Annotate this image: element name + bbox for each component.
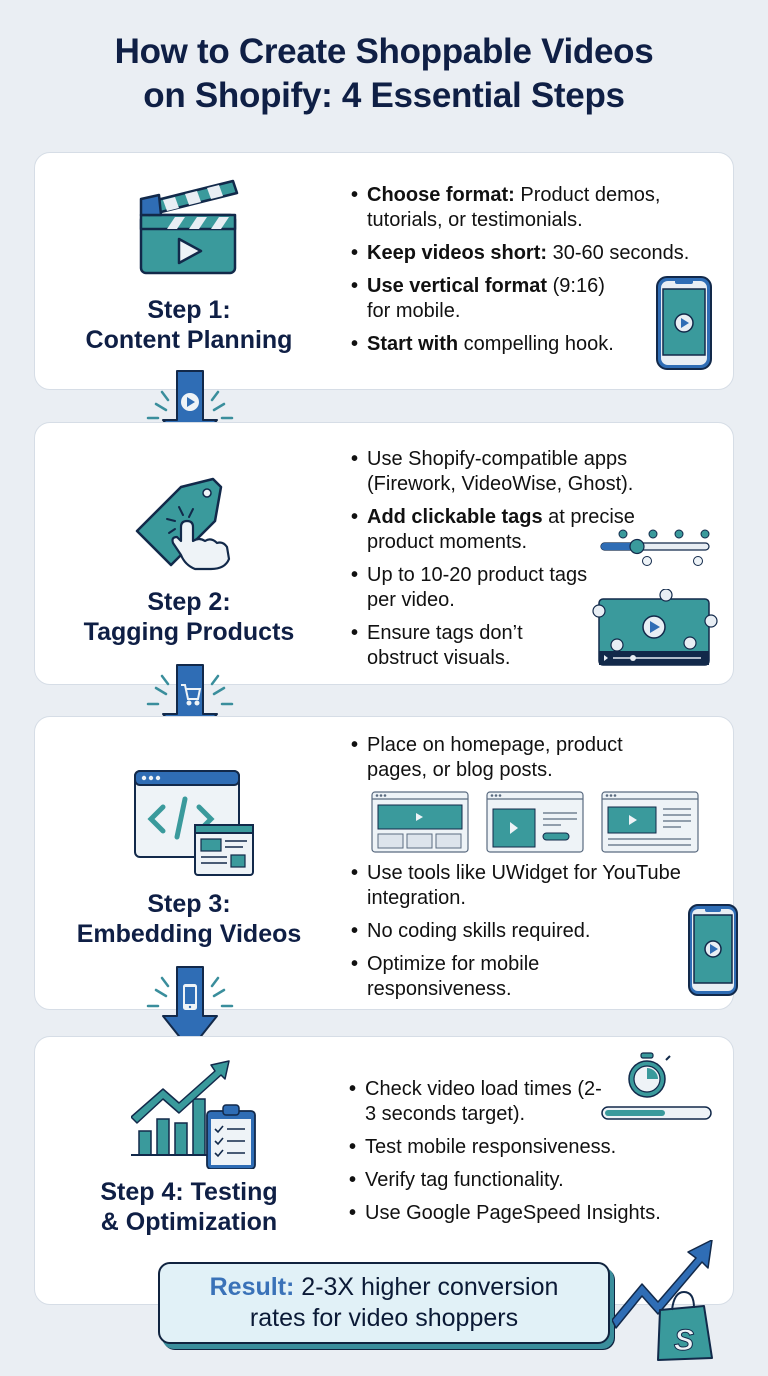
result-text: 2-3X higher conversion [294, 1273, 559, 1301]
smartphone-video-icon [688, 904, 738, 996]
tag-timeline-icon [600, 529, 710, 566]
cart-icon [181, 684, 202, 706]
bullet: Choose format: Product demos, tutorials,… [351, 183, 721, 233]
bullet: Start with compelling hook. [351, 332, 721, 357]
bullet: Use Google PageSpeed Insights. [349, 1201, 729, 1226]
growth-chart-clipboard-icon [131, 1060, 256, 1169]
page-title: How to Create Shoppable Videos on Shopif… [0, 30, 768, 118]
step-4-title: Step 4: Testing & Optimization [100, 1178, 278, 1236]
bullet: Use Shopify-compatible apps (Firework, V… [351, 447, 691, 497]
bullet: Use tools like UWidget for YouTube integ… [351, 861, 731, 911]
phone-icon [183, 984, 197, 1010]
step-1-bullets: Choose format: Product demos, tutorials,… [351, 183, 721, 365]
bullet: Verify tag functionality. [349, 1168, 729, 1193]
step-3-card: Step 3: Embedding Videos Place on homepa… [34, 716, 738, 1010]
bullet: Optimize for mobile responsiveness. [351, 952, 611, 1002]
down-arrow-phone [146, 966, 234, 1051]
result-text-line2: rates for video shoppers [249, 1304, 519, 1332]
title-line-2: on Shopify: 4 Essential Steps [143, 76, 625, 115]
svg-text:S: S [674, 1324, 694, 1357]
bullet: Test mobile responsiveness. [349, 1135, 729, 1160]
bullet: No coding skills required. [351, 919, 731, 944]
step-4-card: Step 4: Testing & Optimization Check vid… [34, 1036, 734, 1305]
step-2-card: Step 2: Tagging Products Use Shopify-com… [34, 422, 734, 685]
step-1-card: Step 1: Content Planning Choose format: … [34, 152, 734, 390]
bullet: Use vertical format (9:16) for mobile. [351, 274, 631, 324]
step-1-title: Step 1: Content Planning [85, 296, 293, 354]
result-banner: Result: 2-3X higher conversion rates for… [158, 1262, 610, 1344]
step-3-title: Step 3: Embedding Videos [76, 890, 302, 948]
result-label: Result: [209, 1273, 295, 1301]
play-icon [181, 393, 199, 411]
step-3-bullets: Place on homepage, product pages, or blo… [351, 733, 731, 1010]
step-2-title: Step 2: Tagging Products [83, 588, 295, 646]
title-line-1: How to Create Shoppable Videos [114, 32, 654, 71]
bullet: Place on homepage, product pages, or blo… [351, 733, 671, 783]
bullet: Keep videos short: 30-60 seconds. [351, 241, 721, 266]
bullet: Ensure tags don’t obstruct visuals. [351, 621, 571, 671]
tagged-video-player-icon [592, 589, 718, 666]
smartphone-video-icon [656, 276, 712, 370]
bullet: Add clickable tags at precise product mo… [351, 505, 691, 555]
page-layout-thumbnails [371, 791, 699, 853]
shopify-bag-growth-icon: S [612, 1240, 713, 1361]
step-2-bullets: Use Shopify-compatible apps (Firework, V… [351, 447, 691, 679]
bullet: Check video load times (2-3 seconds targ… [349, 1077, 609, 1127]
code-window-icon [134, 770, 254, 876]
clapperboard-icon [139, 179, 239, 275]
bullet: Up to 10-20 product tags per video. [351, 563, 621, 613]
tag-click-icon [135, 477, 231, 571]
stopwatch-progress-icon [601, 1052, 712, 1120]
step-4-bullets: Check video load times (2-3 seconds targ… [349, 1077, 729, 1234]
